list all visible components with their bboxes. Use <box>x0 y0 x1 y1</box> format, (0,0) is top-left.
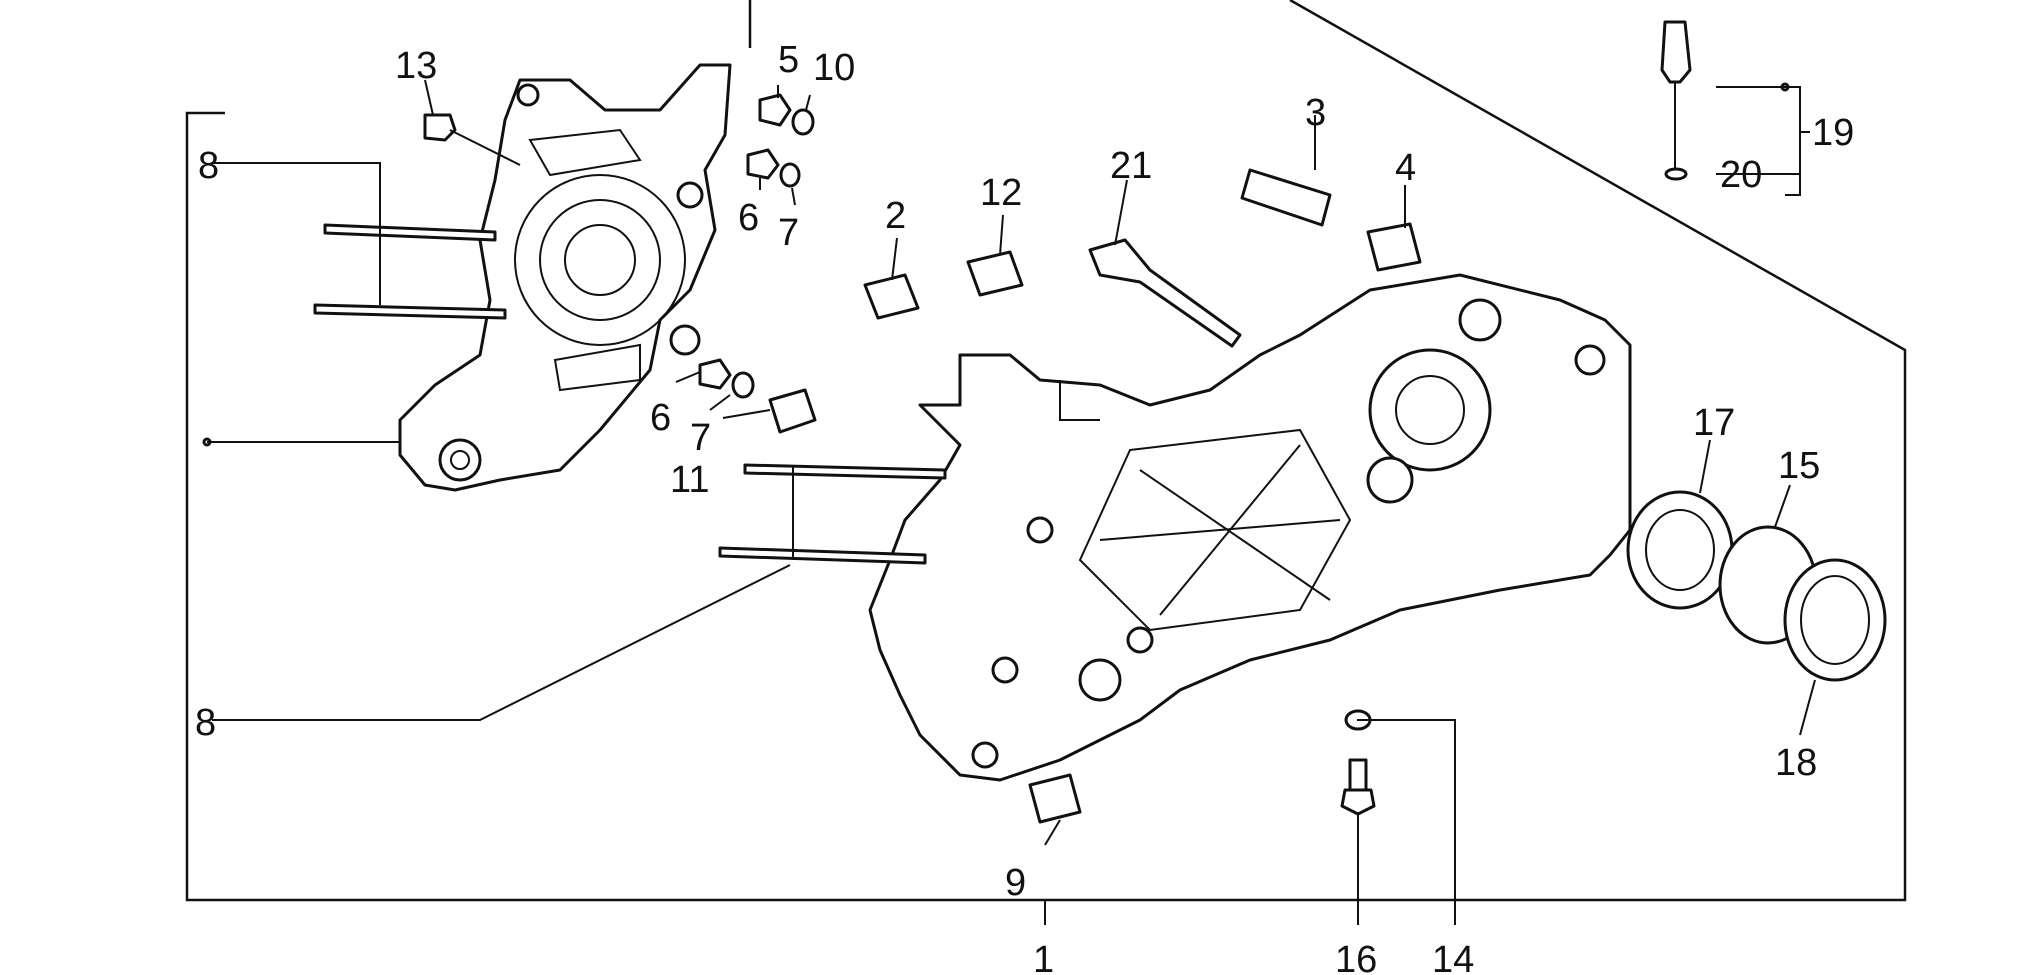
small-parts <box>202 20 1887 824</box>
callout-5: 5 <box>778 39 799 81</box>
callout-7b: 7 <box>690 417 711 459</box>
callout-12: 12 <box>980 172 1022 214</box>
callout-4: 4 <box>1395 147 1416 189</box>
callout-2: 2 <box>885 195 906 237</box>
callout-18: 18 <box>1775 742 1817 784</box>
callout-7a: 7 <box>778 212 799 254</box>
callout-10: 10 <box>813 47 855 89</box>
callout-19: 19 <box>1812 112 1854 154</box>
leader-lines <box>207 79 1816 925</box>
callout-16: 16 <box>1335 939 1377 975</box>
right-crankcase-half <box>868 273 1632 782</box>
callout-6a: 6 <box>738 197 759 239</box>
callout-9: 9 <box>1005 862 1026 904</box>
callout-20: 20 <box>1720 154 1762 196</box>
callout-14: 14 <box>1432 939 1474 975</box>
callout-15: 15 <box>1778 445 1820 487</box>
callout-8a: 8 <box>198 145 219 187</box>
callout-11: 11 <box>670 459 709 501</box>
callout-3: 3 <box>1305 92 1326 134</box>
callout-13: 13 <box>395 45 437 87</box>
callout-1: 1 <box>1033 939 1054 975</box>
callout-6b: 6 <box>650 397 671 439</box>
callout-17: 17 <box>1693 402 1735 444</box>
callout-21: 21 <box>1110 145 1152 187</box>
callout-labels: 1 2 3 4 5 6 6 7 7 8 8 9 10 11 12 13 14 1… <box>195 39 1854 975</box>
left-crankcase-half <box>398 63 732 492</box>
callout-8b: 8 <box>195 702 216 744</box>
